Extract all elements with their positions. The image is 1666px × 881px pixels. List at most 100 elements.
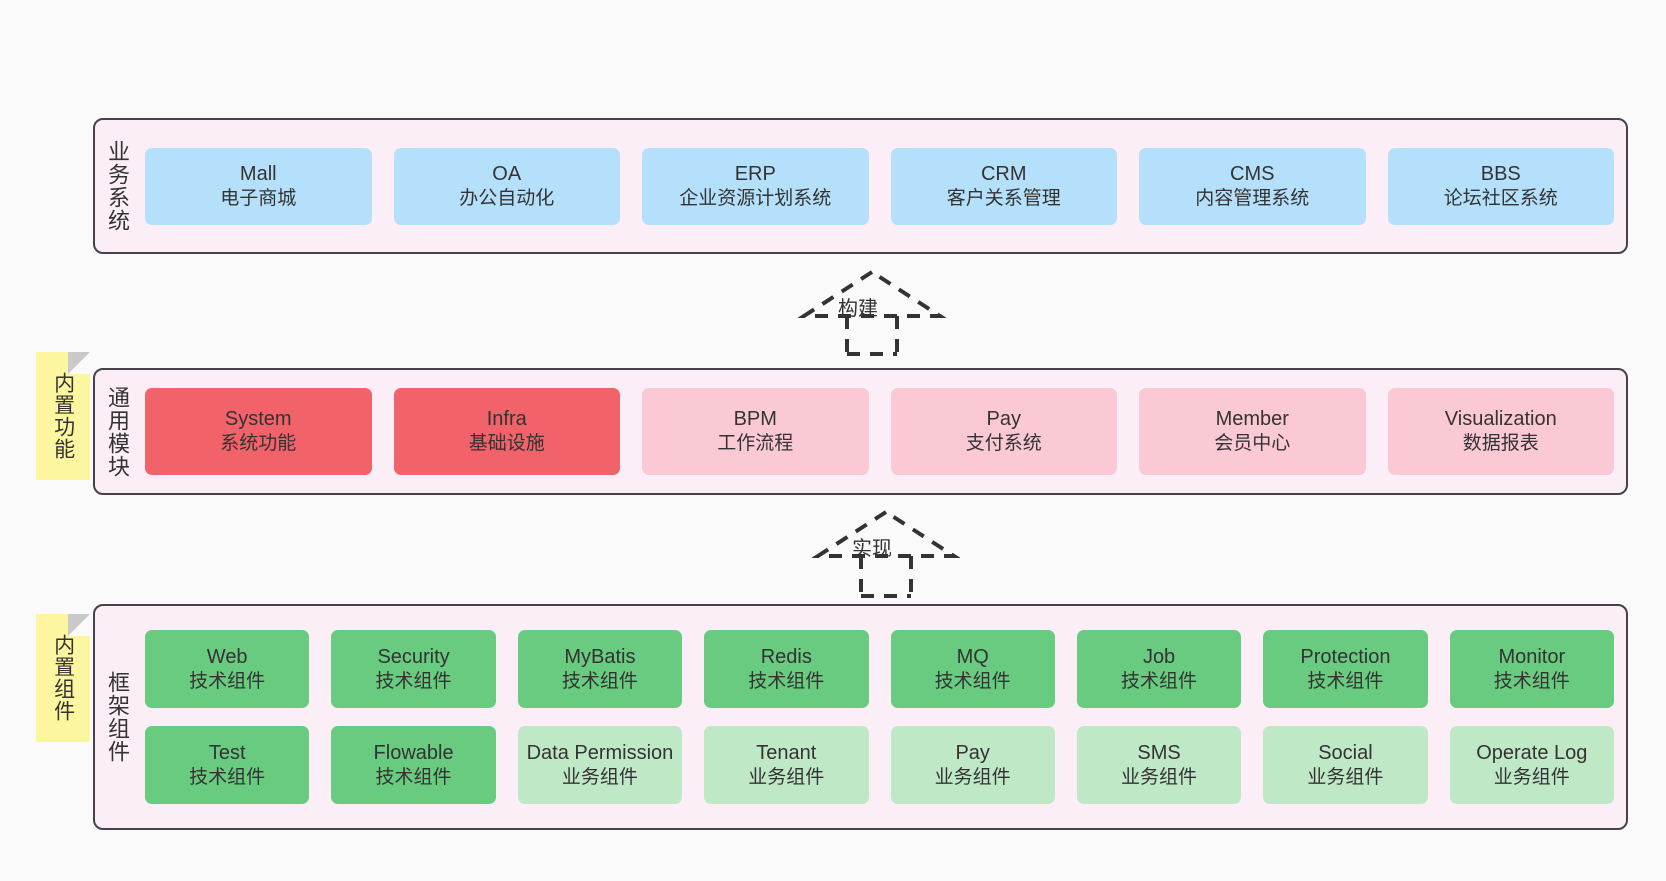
node-subtitle: 技术组件 [375, 670, 452, 692]
sticky-tag-builtin-component: 内置组件 [36, 614, 90, 742]
node-subtitle: 业务组件 [1493, 766, 1570, 788]
node-subtitle: 技术组件 [1493, 670, 1570, 692]
node-subtitle: 电子商城 [220, 187, 297, 209]
node-subtitle: 客户关系管理 [946, 187, 1061, 209]
node-title: Redis [760, 645, 812, 668]
sticky-tag-label: 内置组件 [51, 634, 75, 722]
node-subtitle: 业务组件 [561, 766, 638, 788]
node-subtitle: 内容管理系统 [1195, 187, 1310, 209]
node-subtitle: 办公自动化 [459, 187, 555, 209]
connector-build-arrow [797, 268, 947, 358]
node-title: Protection [1300, 645, 1391, 668]
node-title: BBS [1480, 162, 1521, 185]
node-subtitle: 技术组件 [189, 766, 266, 788]
node-subtitle: 业务组件 [934, 766, 1011, 788]
node-subtitle: 技术组件 [561, 670, 638, 692]
node-title: Pay [986, 408, 1021, 431]
connector-implement-arrow [811, 508, 961, 600]
layer-title-business-system: 业务系统 [104, 140, 130, 232]
node-subtitle: 支付系统 [965, 433, 1042, 455]
node-subtitle: 技术组件 [748, 670, 825, 692]
generalization-arrow-icon [797, 269, 947, 358]
node-title: CMS [1230, 162, 1275, 185]
generalization-arrow-icon [811, 509, 961, 600]
connector-implement-label: 实现 [852, 538, 892, 560]
layer-title-common-module: 通用模块 [104, 385, 130, 478]
node-subtitle: 数据报表 [1462, 433, 1539, 455]
node-title: Tenant [756, 741, 817, 764]
node-subtitle: 技术组件 [1307, 670, 1384, 692]
node-subtitle: 企业资源计划系统 [679, 187, 832, 209]
node-title: System [224, 408, 292, 431]
node-title: Monitor [1498, 645, 1566, 668]
node-subtitle: 系统功能 [220, 433, 297, 455]
node-title: Member [1215, 408, 1289, 431]
node-title: Pay [955, 741, 990, 764]
node-title: CRM [980, 162, 1027, 185]
node-subtitle: 技术组件 [1121, 670, 1198, 692]
node-title: BPM [733, 408, 777, 431]
node-title: Test [208, 741, 246, 764]
node-title: SMS [1137, 741, 1181, 764]
connector-build-label: 构建 [838, 298, 878, 320]
node-subtitle: 技术组件 [189, 670, 266, 692]
sticky-tag-builtin-function: 内置功能 [36, 352, 90, 480]
node-subtitle: 业务组件 [1307, 766, 1384, 788]
node-title: Social [1318, 741, 1373, 764]
node-title: Data Permission [526, 741, 674, 764]
node-subtitle: 技术组件 [375, 766, 452, 788]
node-title: MQ [956, 645, 989, 668]
node-subtitle: 业务组件 [748, 766, 825, 788]
node-title: Job [1142, 645, 1176, 668]
node-subtitle: 会员中心 [1214, 433, 1291, 455]
node-subtitle: 业务组件 [1121, 766, 1198, 788]
node-subtitle: 论坛社区系统 [1443, 187, 1558, 209]
node-title: ERP [734, 162, 776, 185]
node-title: Visualization [1444, 408, 1557, 431]
node-subtitle: 基础设施 [468, 433, 545, 455]
node-title: Infra [486, 408, 527, 431]
node-title: Web [206, 645, 248, 668]
node-subtitle: 技术组件 [934, 670, 1011, 692]
node-title: OA [492, 162, 522, 185]
